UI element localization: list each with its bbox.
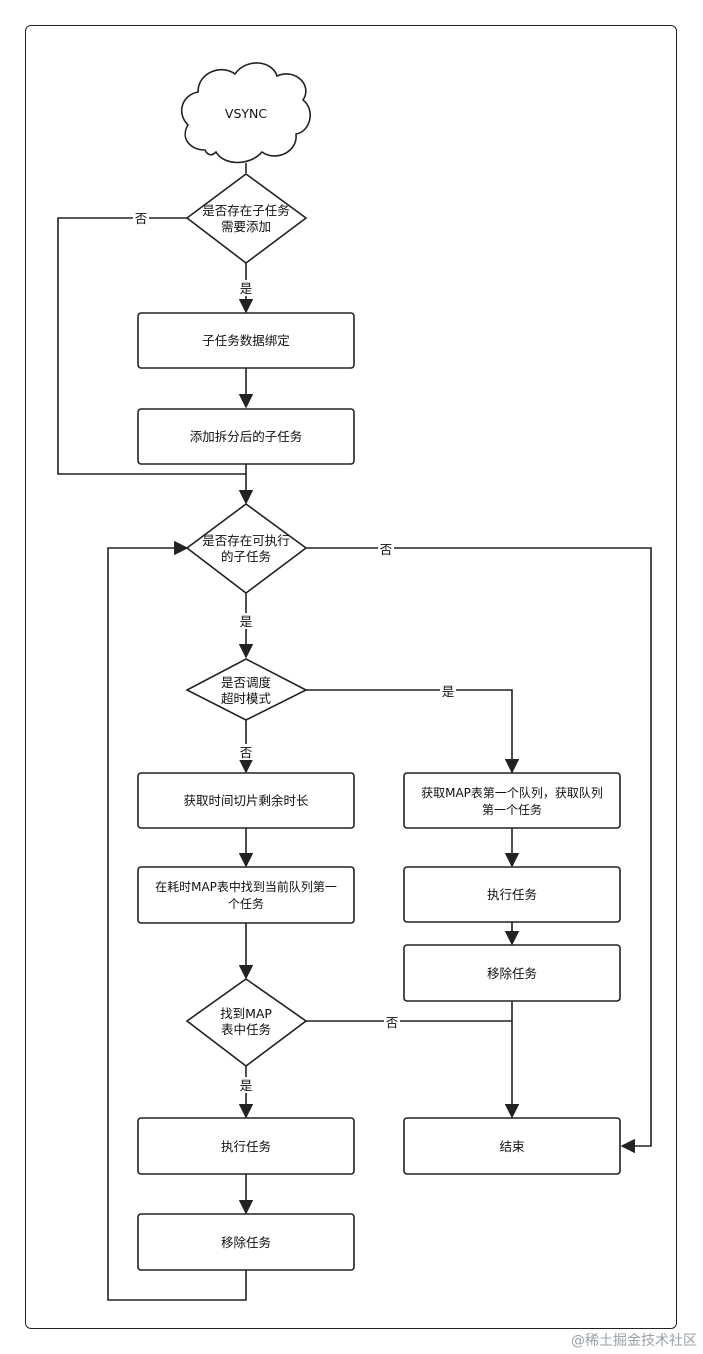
box-exec-right: 执行任务 bbox=[403, 866, 621, 923]
box-get-slice: 获取时间切片剩余时长 bbox=[137, 772, 355, 829]
box-remove-right: 移除任务 bbox=[403, 944, 621, 1002]
box-map-first-line2: 第一个任务 bbox=[482, 802, 542, 817]
label-d2-no: 否 bbox=[380, 542, 393, 557]
decision-found-map: 找到MAP 表中任务 bbox=[185, 978, 308, 1068]
box-exec-right-label: 执行任务 bbox=[487, 887, 537, 902]
decision-add-subtask-line2: 需要添加 bbox=[221, 219, 271, 234]
box-bind-label: 子任务数据绑定 bbox=[202, 333, 290, 348]
label-d4-no: 否 bbox=[386, 1015, 399, 1030]
box-bind: 子任务数据绑定 bbox=[137, 312, 355, 369]
label-d1-no: 否 bbox=[135, 211, 148, 226]
decision-executable-line2: 的子任务 bbox=[221, 549, 271, 564]
box-remove-right-label: 移除任务 bbox=[487, 966, 537, 981]
box-end-label: 结束 bbox=[499, 1139, 525, 1154]
box-remove-left: 移除任务 bbox=[137, 1213, 355, 1271]
label-d4-yes: 是 bbox=[240, 1078, 253, 1093]
box-map-first-queue: 获取MAP表第一个队列，获取队列 第一个任务 bbox=[403, 772, 621, 829]
label-d3-no: 否 bbox=[240, 745, 253, 760]
decision-add-subtask-line1: 是否存在子任务 bbox=[202, 203, 290, 218]
box-find-map: 在耗时MAP表中找到当前队列第一 个任务 bbox=[137, 866, 355, 924]
box-exec-left-label: 执行任务 bbox=[221, 1139, 271, 1154]
decision-timeout-mode: 是否调度 超时模式 bbox=[185, 658, 308, 721]
label-d3-yes: 是 bbox=[442, 684, 455, 699]
box-find-map-line2: 个任务 bbox=[228, 896, 264, 911]
box-find-map-line1: 在耗时MAP表中找到当前队列第一 bbox=[155, 879, 337, 894]
vsync-label: VSYNC bbox=[225, 106, 267, 121]
decision-add-subtask: 是否存在子任务 需要添加 bbox=[185, 173, 308, 265]
decision-timeout-line2: 超时模式 bbox=[221, 691, 272, 706]
edge-labels: 否 是 是 否 是 否 否 是 bbox=[133, 210, 456, 1093]
box-add-split-label: 添加拆分后的子任务 bbox=[190, 429, 303, 444]
decision-executable-line1: 是否存在可执行 bbox=[202, 533, 290, 548]
decision-timeout-line1: 是否调度 bbox=[221, 675, 272, 690]
label-d1-yes: 是 bbox=[240, 281, 253, 296]
box-map-first-line1: 获取MAP表第一个队列，获取队列 bbox=[421, 785, 603, 800]
box-end: 结束 bbox=[403, 1117, 621, 1175]
edge-d2-no bbox=[306, 547, 652, 1154]
decision-executable-subtask: 是否存在可执行 的子任务 bbox=[185, 503, 308, 595]
box-add-split: 添加拆分后的子任务 bbox=[137, 408, 355, 465]
box-remove-left-label: 移除任务 bbox=[221, 1235, 271, 1250]
watermark: @稀土掘金技术社区 bbox=[571, 1333, 697, 1349]
decision-found-line1: 找到MAP bbox=[220, 1006, 272, 1021]
connectors bbox=[57, 163, 652, 1301]
box-exec-left: 执行任务 bbox=[137, 1117, 355, 1175]
decision-found-line2: 表中任务 bbox=[221, 1022, 271, 1037]
edge-d1-no bbox=[57, 217, 246, 475]
box-get-slice-label: 获取时间切片剩余时长 bbox=[183, 793, 309, 808]
vsync-cloud: VSYNC bbox=[180, 62, 311, 164]
diagram-frame bbox=[25, 25, 677, 1329]
label-d2-yes: 是 bbox=[240, 614, 253, 629]
edge-d3-yes bbox=[306, 689, 520, 774]
edge-remove-loop bbox=[107, 540, 247, 1301]
